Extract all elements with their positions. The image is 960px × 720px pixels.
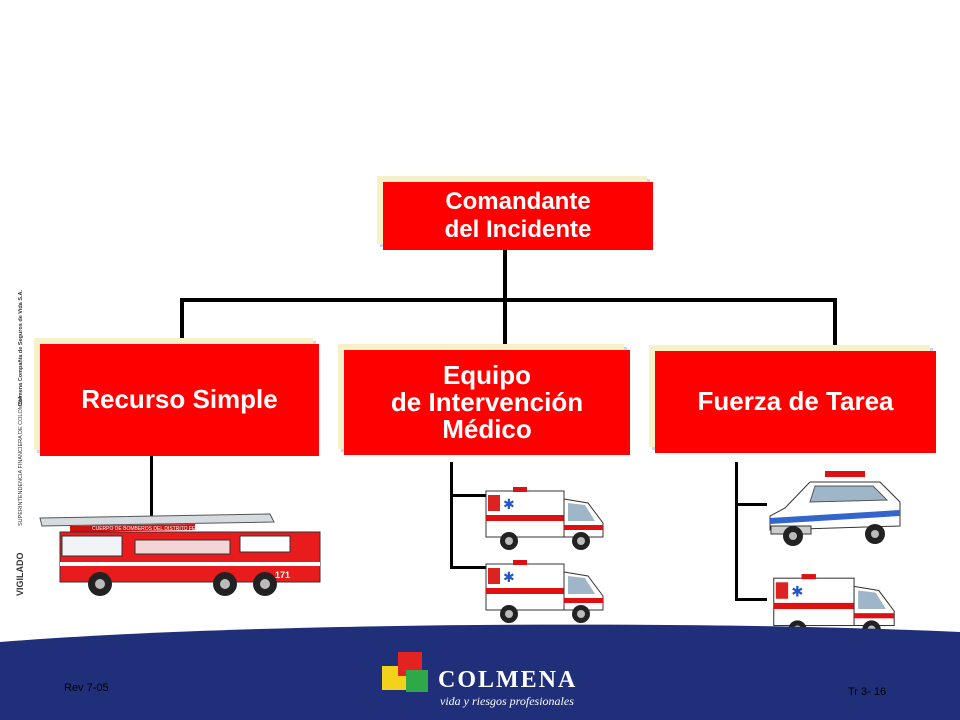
- svg-text:✱: ✱: [791, 585, 803, 601]
- commander-label-line-2: del Incidente: [444, 216, 592, 243]
- ambulance-icon-2: ✱: [485, 560, 604, 623]
- task-force-box: Fuerza de Tarea: [655, 351, 936, 453]
- page-number: Tr 3- 16: [848, 686, 887, 698]
- connector-task-branch-2: [735, 598, 767, 601]
- revision-label: Rev 7-05: [64, 682, 109, 694]
- commander-box: Comandante del Incidente: [383, 182, 653, 250]
- connector-medical-branch-2: [450, 566, 486, 569]
- sidebar-vigilado: VIGILADO: [15, 552, 25, 596]
- ambulance-icon-1: ✱: [485, 487, 604, 550]
- medical-team-label-line-1: Equipo: [442, 359, 532, 390]
- connector-horizontal: [180, 298, 837, 302]
- connector-medical-vertical: [450, 462, 453, 568]
- svg-text:✱: ✱: [503, 496, 515, 512]
- single-resource-box: Recurso Simple: [40, 344, 319, 456]
- footer-band: [0, 624, 960, 720]
- fire-truck-number: 171: [275, 570, 290, 580]
- sidebar-supervisor: SUPERINTENDENCIA FINANCIERA DE COLOMBIA: [18, 395, 24, 526]
- connector-medical-branch-1: [450, 494, 486, 497]
- connector-task-vertical: [735, 462, 738, 600]
- commander-label-line-1: Comandante: [445, 188, 591, 216]
- brand-name: COLMENA: [438, 667, 578, 693]
- single-resource-label: Recurso Simple: [81, 384, 278, 415]
- svg-text:✱: ✱: [503, 569, 515, 585]
- vigilado-sidebar: VIGILADO SUPERINTENDENCIA FINANCIERA DE …: [15, 289, 25, 596]
- connector-center-drop: [503, 298, 507, 346]
- medical-team-box: Equipo de Intervención Médico: [344, 350, 630, 455]
- fire-truck-sign: CUERPO DE BOMBEROS DEL DISTRITO FEDERAL: [92, 526, 212, 532]
- medical-team-label-line-3: Médico: [442, 414, 532, 445]
- medical-team-label-line-2: de Intervención: [390, 386, 584, 417]
- connector-top-vertical: [503, 250, 507, 300]
- police-car-icon: [769, 471, 901, 546]
- connector-right-drop: [833, 298, 837, 350]
- connector-task-branch-1: [735, 503, 767, 506]
- connector-left-drop: [180, 298, 184, 346]
- connector-fire-truck: [150, 455, 153, 523]
- task-force-label: Fuerza de Tarea: [697, 386, 894, 417]
- fire-truck-icon: CUERPO DE BOMBEROS DEL DISTRITO FEDERAL …: [39, 513, 321, 596]
- sidebar-company: Colmena Compañía de Seguros de Vida S.A.: [18, 289, 24, 406]
- brand-tagline: vida y riesgos profesionales: [440, 694, 574, 708]
